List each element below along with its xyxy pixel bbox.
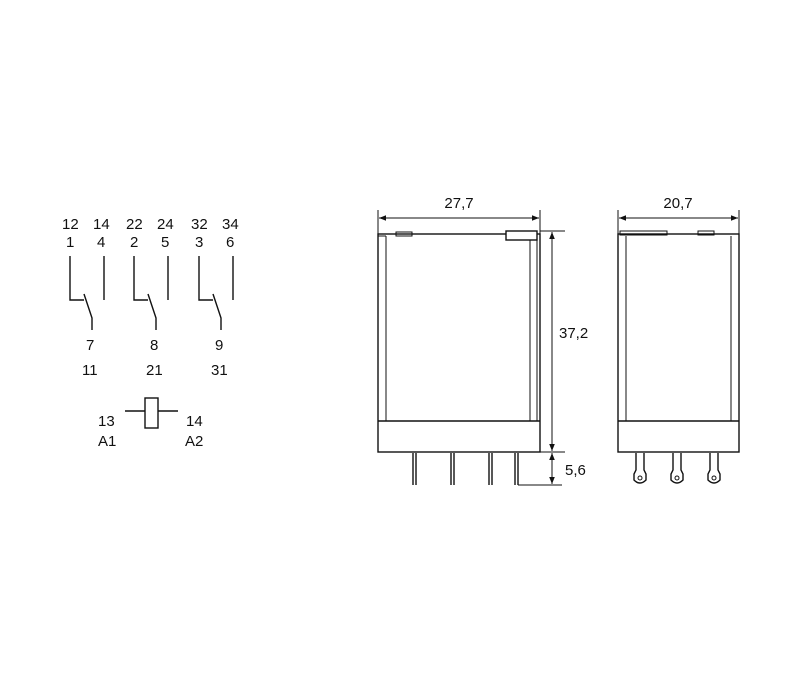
contact-group-2: 22 24 2 5 8 21: [126, 216, 174, 379]
terminal-34-label: 34: [222, 216, 239, 233]
coil-terminal-13-label: 13: [98, 413, 115, 430]
pin-2: [450, 453, 455, 485]
front-view: 27,7 37,2 5,6: [377, 195, 588, 486]
contact-schematic: 12 14 1 4 7 11 22 24 2 5 8 21 32 34 3: [62, 216, 239, 379]
side-pin-1: [633, 453, 647, 484]
pin-1: [412, 453, 417, 485]
terminal-12-label: 12: [62, 216, 79, 233]
contact-group-3: 32 34 3 6 9 31: [191, 216, 239, 379]
side-pins: [633, 453, 721, 484]
side-top-tab-right: [697, 230, 715, 236]
terminal-3-label: 3: [195, 234, 203, 251]
side-top-tab-left: [619, 230, 668, 236]
terminal-2-label: 2: [130, 234, 138, 251]
terminal-8-label: 8: [150, 337, 158, 354]
terminal-6-label: 6: [226, 234, 234, 251]
left-rail: [378, 235, 387, 421]
front-pins: [412, 453, 519, 485]
terminal-21-label: 21: [146, 362, 163, 379]
contact-group-1: 12 14 1 4 7 11: [62, 216, 110, 379]
side-pin-2: [670, 453, 684, 484]
coil-a1-label: A1: [98, 433, 116, 450]
side-width-value: 20,7: [663, 195, 692, 212]
relay-housing: [377, 233, 541, 453]
front-width-value: 27,7: [444, 195, 473, 212]
terminal-11-label: 11: [82, 362, 98, 379]
pin-4: [514, 453, 519, 485]
coil-box: [144, 397, 159, 429]
coil-a2-label: A2: [185, 433, 203, 450]
terminal-4-label: 4: [97, 234, 105, 251]
side-pin-3: [707, 453, 721, 484]
pin-3: [488, 453, 493, 485]
side-view: 20,7: [617, 195, 740, 484]
terminal-14-label: 14: [93, 216, 110, 233]
terminal-1-label: 1: [66, 234, 74, 251]
terminal-22-label: 22: [126, 216, 143, 233]
top-tab-left: [395, 231, 413, 237]
terminal-32-label: 32: [191, 216, 208, 233]
coil-symbol: 13 14 A1 A2: [98, 397, 203, 450]
side-housing: [617, 233, 740, 453]
terminal-7-label: 7: [86, 337, 94, 354]
terminal-5-label: 5: [161, 234, 169, 251]
terminal-24-label: 24: [157, 216, 174, 233]
nc-contact-line: [133, 256, 148, 301]
pin-length-value: 5,6: [565, 462, 586, 479]
terminal-9-label: 9: [215, 337, 223, 354]
switch-blade: [147, 293, 157, 330]
height-value: 37,2: [559, 325, 588, 342]
terminal-31-label: 31: [211, 362, 228, 379]
nc-contact-line: [198, 256, 213, 301]
right-rail: [529, 240, 538, 422]
nc-contact-line: [69, 256, 84, 301]
top-tab-right: [505, 230, 538, 241]
switch-blade: [212, 293, 222, 330]
coil-terminal-14-label: 14: [186, 413, 203, 430]
switch-blade: [83, 293, 93, 330]
